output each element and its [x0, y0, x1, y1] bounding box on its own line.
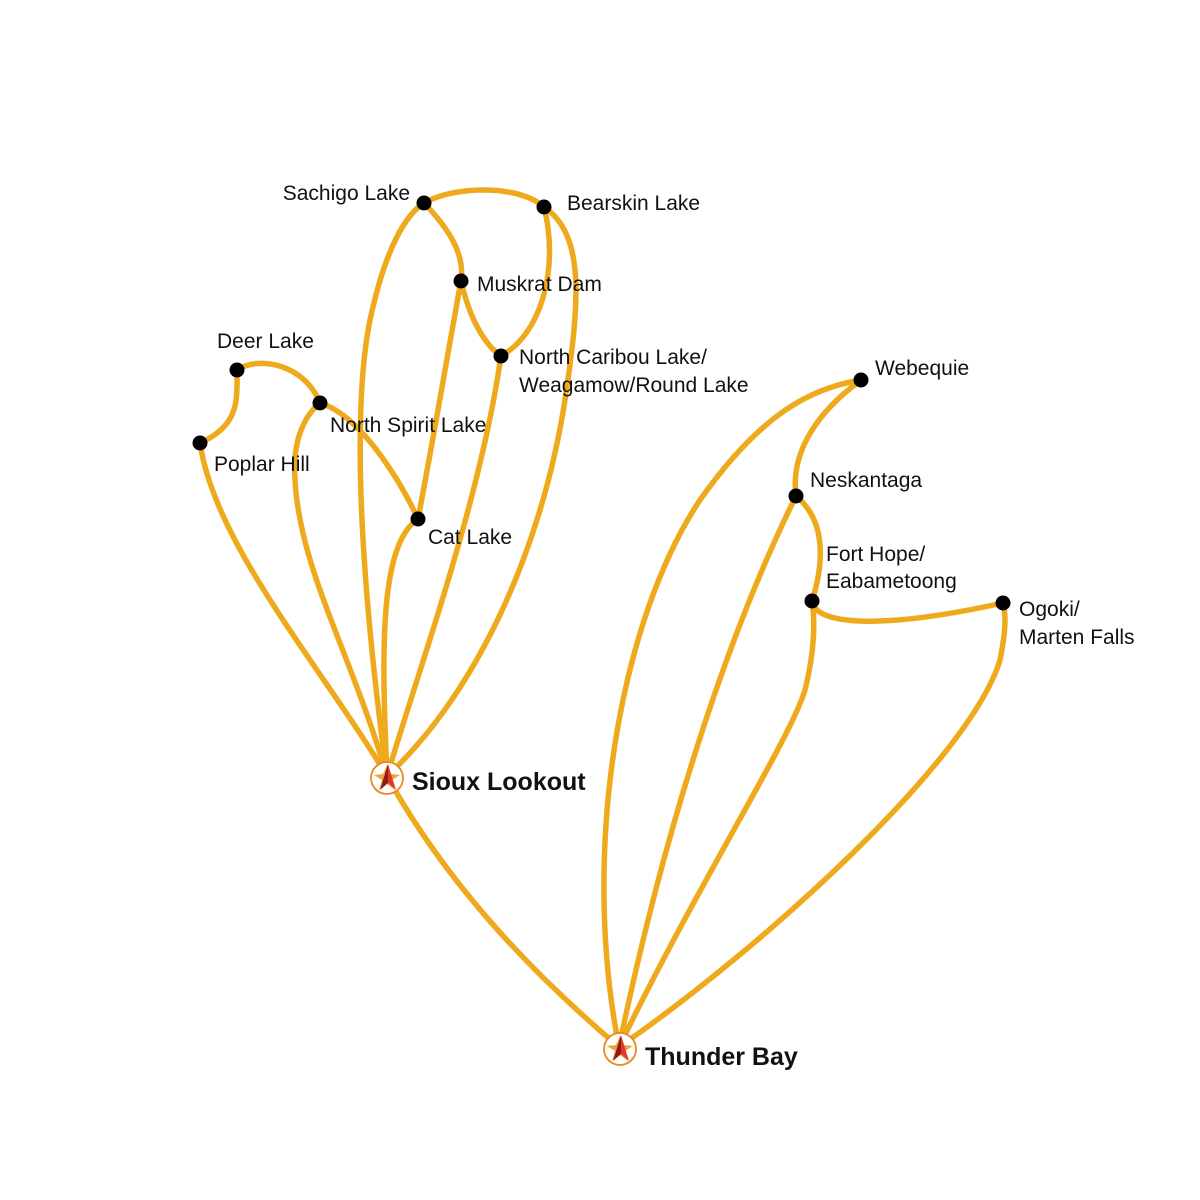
route-cat-lake-muskrat-dam — [415, 278, 464, 522]
label-webequie: Webequie — [875, 357, 969, 380]
label-muskrat-dam: Muskrat Dam — [477, 273, 602, 296]
stop-marker-sachigo-lake[interactable] — [416, 195, 432, 211]
hub-markers — [370, 761, 637, 1066]
stop-marker-poplar-hill[interactable] — [192, 435, 208, 451]
route-thunder-bay-webequie — [601, 377, 864, 1050]
route-sioux-sachigo — [357, 200, 427, 779]
route-sachigo-bearskin — [421, 187, 547, 210]
route-north-caribou-bearskin — [498, 204, 553, 359]
label-cat-lake: Cat Lake — [428, 526, 512, 549]
stop-marker-north-spirit-lake[interactable] — [312, 395, 328, 411]
route-thunder-bay-ogoki — [616, 600, 1008, 1050]
route-thunder-bay-neskantaga — [616, 493, 799, 1050]
stop-marker-north-caribou-lake[interactable] — [493, 348, 509, 364]
route-sachigo-muskrat-dam — [421, 200, 465, 284]
route-north-spirit-cat-lake — [317, 400, 421, 522]
stop-marker-neskantaga[interactable] — [788, 488, 804, 504]
route-poplar-hill-deer-lake — [197, 367, 240, 446]
route-lines — [197, 187, 1008, 1050]
stop-marker-fort-hope[interactable] — [804, 593, 820, 609]
label-north-spirit-lake: North Spirit Lake — [330, 414, 486, 437]
stop-marker-webequie[interactable] — [853, 372, 869, 388]
route-sioux-cat-lake — [381, 516, 421, 779]
label-ogoki: Ogoki/ Marten Falls — [1019, 598, 1135, 649]
route-neskantaga-fort-hope — [793, 493, 824, 604]
stop-markers — [192, 195, 1011, 611]
label-poplar-hill: Poplar Hill — [214, 453, 310, 476]
route-sioux-north-caribou — [384, 353, 504, 779]
label-sachigo-lake: Sachigo Lake — [283, 182, 410, 205]
stop-marker-ogoki[interactable] — [995, 595, 1011, 611]
label-thunder-bay: Thunder Bay — [645, 1043, 798, 1071]
hub-icon-thunder-bay[interactable] — [603, 1032, 637, 1066]
route-fort-hope-ogoki — [809, 598, 1006, 624]
label-neskantaga: Neskantaga — [810, 469, 922, 492]
route-webequie-neskantaga — [792, 377, 864, 499]
stop-marker-muskrat-dam[interactable] — [453, 273, 469, 289]
route-sioux-poplar-hill — [197, 440, 390, 779]
route-deer-lake-north-spirit — [234, 360, 323, 406]
stop-marker-deer-lake[interactable] — [229, 362, 245, 378]
label-deer-lake: Deer Lake — [217, 330, 314, 353]
route-sioux-bearskin — [384, 204, 579, 779]
route-sioux-north-spirit — [291, 400, 390, 779]
label-north-caribou-lake: North Caribou Lake/ Weagamow/Round Lake — [519, 346, 749, 397]
stop-marker-cat-lake[interactable] — [410, 511, 426, 527]
hub-icon-sioux-lookout[interactable] — [370, 761, 404, 795]
label-sioux-lookout: Sioux Lookout — [412, 768, 586, 796]
label-bearskin-lake: Bearskin Lake — [567, 192, 700, 215]
route-thunder-bay-fort-hope — [616, 598, 817, 1050]
stop-marker-bearskin-lake[interactable] — [536, 199, 552, 215]
label-fort-hope: Fort Hope/ Eabametoong — [826, 543, 957, 593]
route-sioux-thunder-bay — [384, 773, 622, 1050]
stop-labels: Sachigo Lake Bearskin Lake Muskrat Dam D… — [214, 182, 1135, 1071]
